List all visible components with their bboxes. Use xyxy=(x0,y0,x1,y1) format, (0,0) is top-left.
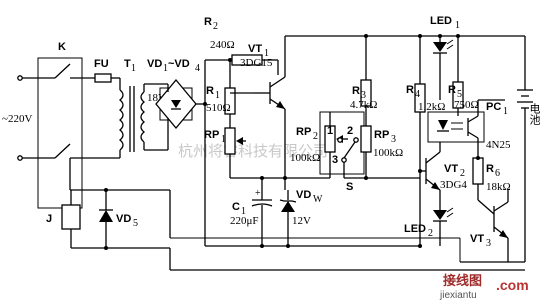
brand-watermark: 接线图 .com jiexiantu xyxy=(439,273,529,301)
rp1-sub: 1 xyxy=(221,134,226,145)
bridge-sub: 1 xyxy=(163,63,168,74)
optocoupler-pc1 xyxy=(427,99,505,158)
vt1-type: 3DG15 xyxy=(240,57,273,69)
rp3-label: RP xyxy=(374,129,389,141)
vt2-label: VT xyxy=(444,163,458,175)
r4-label: R xyxy=(406,84,414,96)
svg-text:+: + xyxy=(255,188,261,199)
transformer-label: T xyxy=(124,58,131,70)
r5-label: R xyxy=(448,84,456,96)
vd5-sub: 5 xyxy=(133,218,138,229)
brand-url: jiexiantu xyxy=(439,290,477,301)
led2-label: LED xyxy=(404,223,426,235)
bridge-range: ~VD xyxy=(168,58,190,70)
rp2-sub: 2 xyxy=(313,131,318,142)
transistor-vt2 xyxy=(420,142,441,210)
led1-sub: 1 xyxy=(455,20,460,31)
rp1-label: RP xyxy=(204,129,219,141)
bridge-rectifier xyxy=(155,78,197,150)
watermark-company: 杭州将睿科技有限公司 xyxy=(178,142,328,160)
transformer-t1 xyxy=(118,78,168,158)
mains-label: ~220V xyxy=(2,113,32,125)
relay-contacts-k xyxy=(17,57,120,209)
junction-dots xyxy=(104,34,480,250)
r3-label: R xyxy=(352,85,360,97)
resistor-r4 xyxy=(414,36,426,246)
brand-com: .com xyxy=(496,277,529,293)
c1-value: 220μF xyxy=(230,215,259,227)
vt3-sub: 3 xyxy=(486,238,491,249)
relay-contacts-label: K xyxy=(58,41,66,53)
capacitor-c1: + xyxy=(251,178,273,230)
pc1-label: PC xyxy=(486,101,501,113)
r6-sub: 6 xyxy=(495,168,500,179)
rp3-value: 100kΩ xyxy=(373,147,403,159)
potentiometer-rp1 xyxy=(224,127,246,178)
switch-pos-3: 3 xyxy=(332,154,338,166)
r1-value: 510Ω xyxy=(206,102,231,114)
resistor-r6 xyxy=(472,157,495,215)
r3-sub: 3 xyxy=(361,90,366,101)
led2-sub: 2 xyxy=(428,228,433,239)
relay-j xyxy=(61,158,170,249)
fuse-label: FU xyxy=(94,58,109,70)
vdw-value: 12V xyxy=(292,215,311,227)
resistor-r3 xyxy=(360,36,372,126)
r6-value: 18kΩ xyxy=(486,181,511,193)
pc1-sub: 1 xyxy=(503,106,508,117)
vt1-label: VT xyxy=(248,43,262,55)
r2-value: 240Ω xyxy=(210,39,235,51)
vd5-label: VD xyxy=(116,213,131,225)
battery xyxy=(517,36,533,262)
switch-pos-1: 1 xyxy=(327,125,333,137)
r5-sub: 5 xyxy=(457,89,462,100)
switch-label: S xyxy=(346,181,353,193)
potentiometer-rp3 xyxy=(360,125,372,178)
bridge-sub2: 4 xyxy=(195,63,200,74)
r1-sub: 1 xyxy=(215,90,220,101)
transformer-sub: 1 xyxy=(131,63,136,74)
vdw-sub: W xyxy=(313,194,323,205)
rp2-label: RP xyxy=(296,126,311,138)
r2-sub: 2 xyxy=(213,21,218,32)
relay-label: J xyxy=(46,213,52,225)
rp2-value: 100kΩ xyxy=(290,152,320,164)
rp3-sub: 3 xyxy=(391,134,396,145)
r2-label: R xyxy=(204,16,212,28)
r5-value: 750Ω xyxy=(454,99,479,111)
diode-vd5 xyxy=(99,190,113,248)
r3-value: 4.7kΩ xyxy=(350,99,377,111)
r1-label: R xyxy=(206,85,214,97)
brand-text: 接线图 xyxy=(443,273,482,289)
pc1-type: 4N25 xyxy=(486,139,511,151)
zener-vdw xyxy=(279,190,297,230)
fuse-fu xyxy=(94,73,120,83)
bridge-label: VD xyxy=(147,58,162,70)
transistor-vt1 xyxy=(254,35,410,178)
led1 xyxy=(433,36,454,100)
resistor-r1 xyxy=(224,60,254,128)
r6-label: R xyxy=(486,163,494,175)
r4-sub: 4 xyxy=(415,89,420,100)
vt2-type: 3DG4 xyxy=(440,179,467,191)
vt2-sub: 2 xyxy=(460,168,465,179)
led1-label: LED xyxy=(430,15,452,27)
vdw-label: VD xyxy=(296,189,311,201)
switch-pos-2: 2 xyxy=(347,125,353,137)
c1-sub: 1 xyxy=(241,206,246,217)
battery-label: 电池 xyxy=(528,103,541,125)
r4-value: 1.2kΩ xyxy=(418,101,445,113)
led2 xyxy=(433,207,454,246)
resistor-r5 xyxy=(452,36,464,116)
c1-label: C xyxy=(232,201,240,213)
vt1-sub: 1 xyxy=(264,48,269,59)
transistor-vt3 xyxy=(493,190,509,262)
vt3-label: VT xyxy=(470,233,484,245)
